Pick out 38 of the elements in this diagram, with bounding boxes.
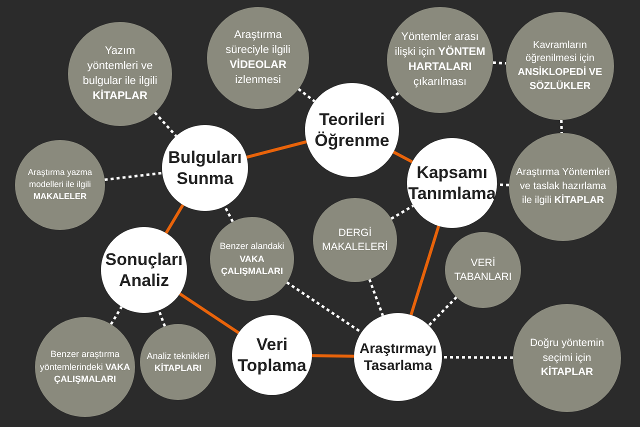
resource-text: VERİ TABANLARI	[453, 256, 513, 284]
resource-text: Yöntemler arası ilişki için YÖNTEM HARTALARI çıkarılması	[394, 30, 486, 90]
resource-text: Kavramların öğrenilmesi için ANSİKLOPEDİ VE SÖZLÜKLER	[516, 38, 604, 94]
resource-text: Benzer alandaki VAKA ÇALIŞMALARI	[218, 240, 286, 278]
stage-title: Sonuçları Analiz	[104, 248, 184, 292]
connector-line	[178, 292, 240, 334]
connector-line	[312, 354, 354, 358]
connector-line	[392, 150, 413, 164]
stage-title: Araştırmayı Tasarlama	[358, 340, 438, 374]
resource-text: Yazım yöntemleri ve bulgular ile ilgili KİTAPLAR	[82, 44, 158, 104]
dotted-connector	[286, 281, 362, 334]
resource-text: Araştırma yazma modelleri ile ilgili MAKALELER	[26, 167, 94, 203]
dotted-connector	[442, 356, 513, 359]
dotted-connector	[390, 204, 414, 220]
dotted-connector	[492, 61, 506, 65]
connector-line	[410, 226, 440, 316]
connector-line	[164, 204, 184, 234]
stage-title: Veri Toplama	[236, 334, 308, 376]
dotted-connector	[428, 296, 458, 326]
resource-text: Analiz teknikleri KİTAPLARI	[146, 350, 210, 374]
stage-title: Teorileri Öğrenme	[314, 108, 390, 152]
resource-text: Doğru yöntemin seçimi için KİTAPLAR	[528, 336, 606, 380]
stage-title: Bulguları Sunma	[167, 146, 243, 190]
resource-text: Benzer araştırma yöntemlerindeki VAKA ÇALIŞMALARI	[39, 348, 131, 386]
resource-text: Araştırma Yöntemleri ve taslak hazırlama ile ilgili KİTAPLAR	[516, 166, 610, 208]
resource-text: DERGİ MAKALELERİ	[321, 226, 389, 254]
dotted-connector	[158, 310, 166, 327]
dotted-connector	[224, 206, 234, 222]
dotted-connector	[110, 306, 123, 325]
dotted-connector	[388, 92, 400, 102]
dotted-connector	[154, 112, 178, 137]
dotted-connector	[298, 88, 316, 102]
stage-title: Kapsamı Tanımlama	[407, 162, 497, 204]
dotted-connector	[560, 120, 563, 134]
dotted-connector	[368, 279, 384, 316]
dotted-connector	[104, 172, 162, 181]
resource-text: Araştırma süreciyle ilgili VİDEOLAR izlenmesi	[224, 28, 292, 88]
connector-line	[246, 140, 307, 159]
